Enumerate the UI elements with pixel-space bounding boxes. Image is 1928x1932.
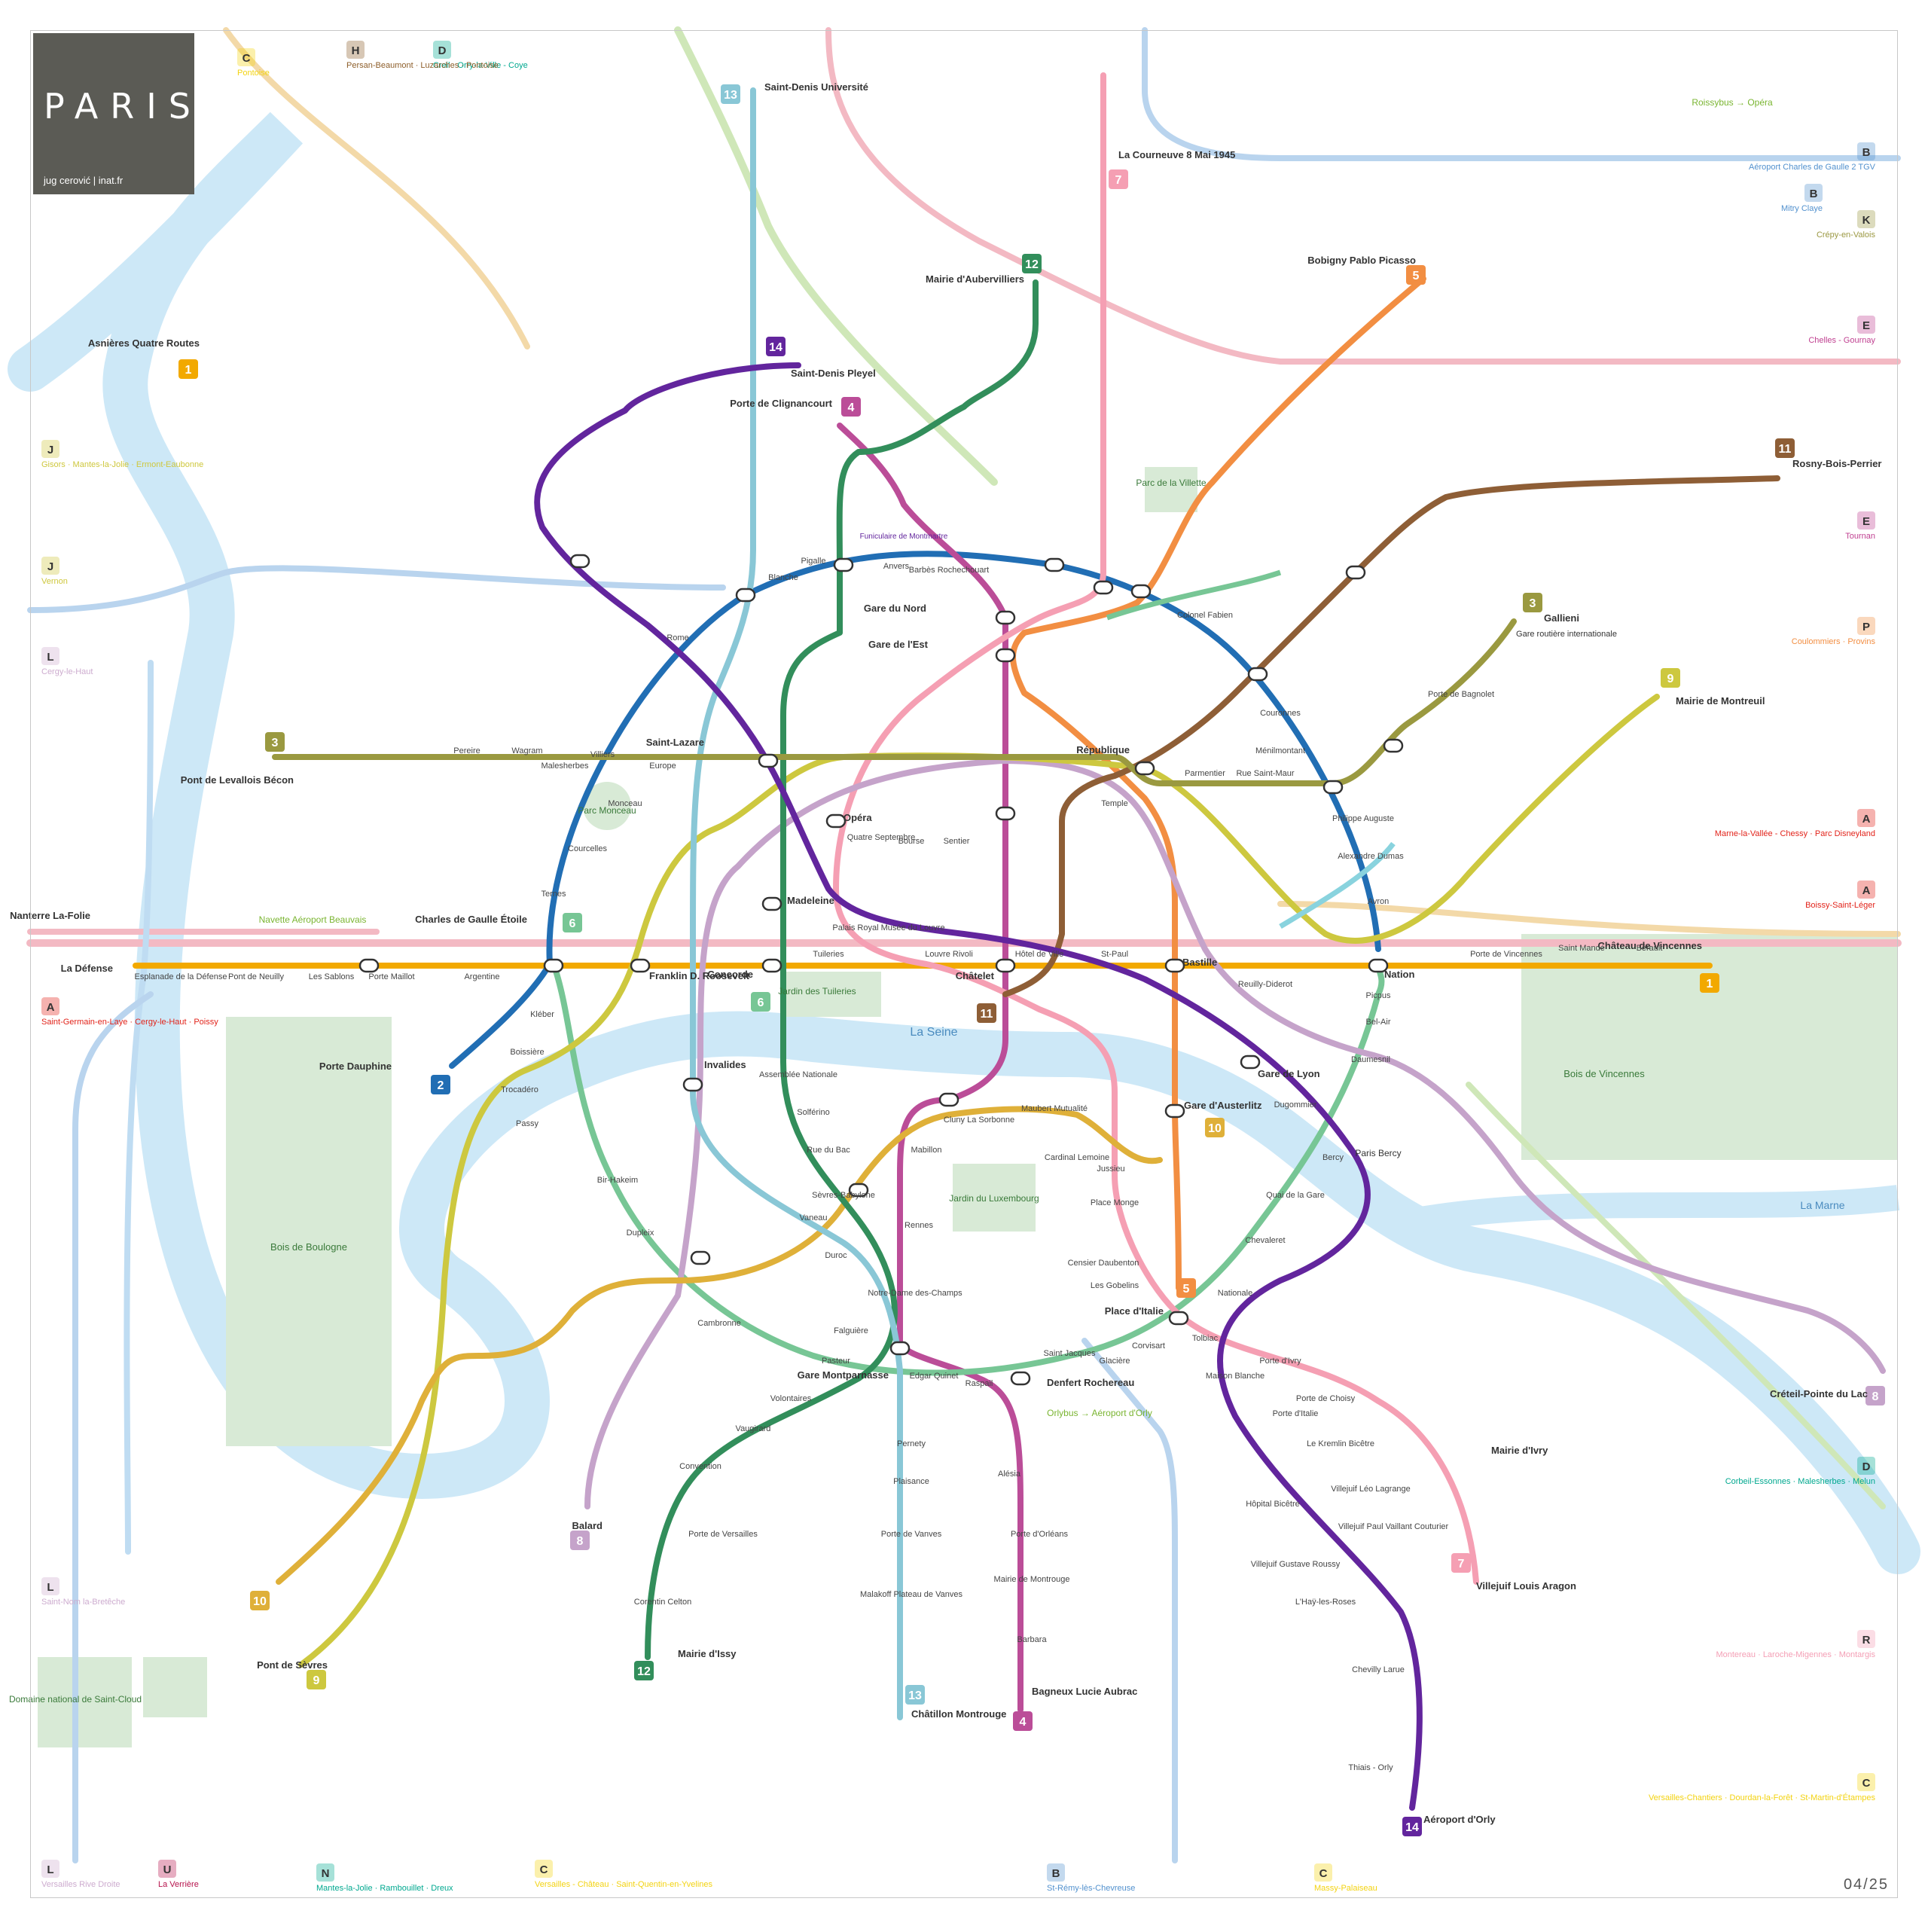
map-credit: jug cerović | inat.fr	[44, 175, 123, 186]
title-box: PARIS jug cerović | inat.fr	[33, 33, 194, 194]
map-frame	[30, 30, 1898, 1898]
map-date: 04/25	[1844, 1876, 1889, 1894]
map-title: PARIS	[44, 86, 203, 127]
